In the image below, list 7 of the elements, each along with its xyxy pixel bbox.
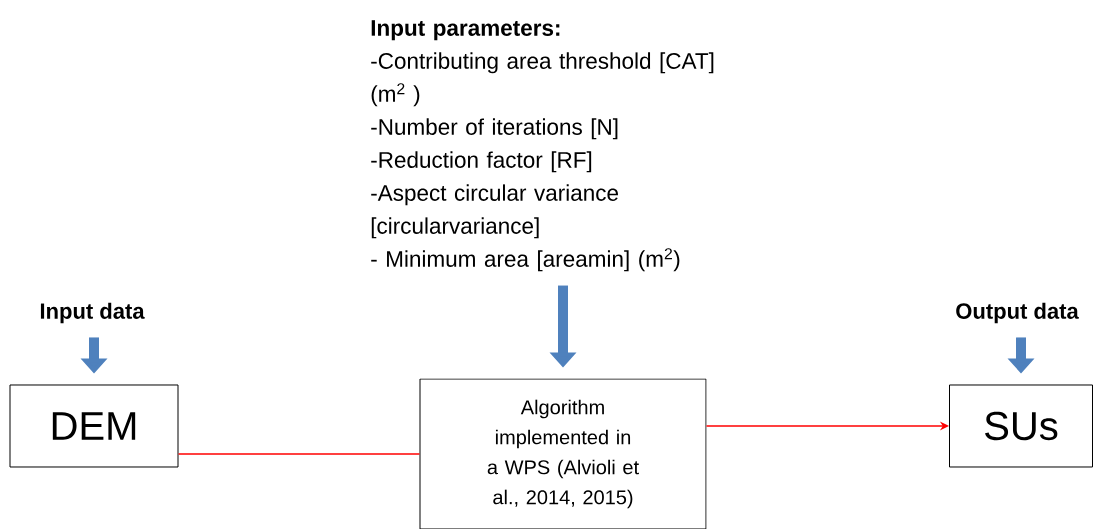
- parameter-list: Input parameters: -Contributing area threshold [CAT] (m$^{2}$ ) -Number of iterations [N] -Reduction factor [RF] -Aspect circular variance [circularvariance] - Minimum area [areamin] (m$^{2}$): [371, 20, 714, 272]
- process-box: SUs: [949, 384, 1093, 468]
- connector-line: [177, 453, 421, 455]
- process-box: Algorithm implemented in a WPS (Alvioli et al., 2014, 2015): [419, 378, 707, 529]
- process-box: DEM: [9, 384, 179, 468]
- heading: Output data: [956, 302, 1079, 324]
- heading: Input data: [40, 302, 145, 324]
